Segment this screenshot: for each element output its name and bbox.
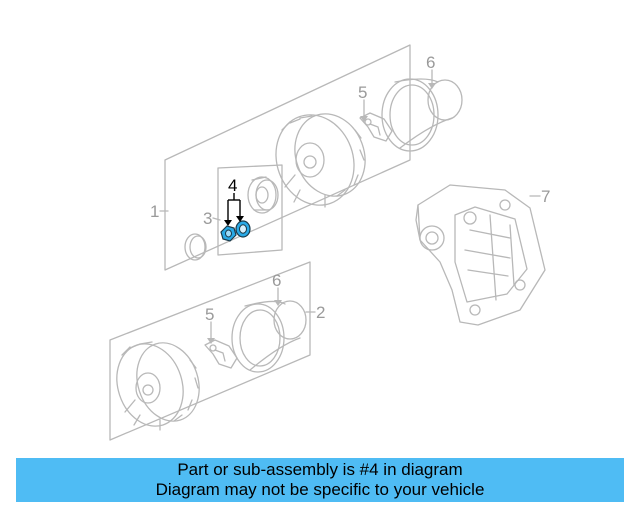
callout-4-leader bbox=[227, 193, 241, 222]
part-4-nut-left bbox=[220, 225, 237, 242]
lower-assembly-panel bbox=[109, 261, 311, 441]
diagram-caption-banner: Part or sub-assembly is #4 in diagram Di… bbox=[16, 458, 624, 502]
callout-5-top: 5 bbox=[358, 83, 367, 102]
arrowhead-5-bottom bbox=[207, 338, 215, 344]
highlighted-part-4 bbox=[220, 220, 251, 242]
pulley bbox=[247, 176, 279, 214]
callout-4-arrowheads bbox=[224, 216, 244, 226]
pulley-inset-box bbox=[217, 164, 283, 256]
caption-line-1: Part or sub-assembly is #4 in diagram bbox=[177, 460, 463, 479]
callout-5-bottom: 5 bbox=[205, 305, 214, 324]
arrowhead-5-top bbox=[360, 116, 368, 122]
callout-3: 3 bbox=[203, 209, 212, 228]
leader-3 bbox=[212, 217, 221, 221]
arrowhead-6-top bbox=[428, 83, 436, 89]
arrowhead-6-bottom bbox=[274, 300, 282, 306]
callout-2: 2 bbox=[316, 303, 325, 322]
upper-regulator bbox=[359, 112, 393, 142]
upper-cover bbox=[381, 78, 463, 152]
part-4-washer-right bbox=[235, 220, 251, 238]
lower-regulator bbox=[204, 339, 238, 369]
alternator-bracket bbox=[415, 184, 546, 326]
caption-line-2: Diagram may not be specific to your vehi… bbox=[155, 480, 485, 499]
upper-assembly-panel bbox=[164, 44, 411, 271]
callout-4: 4 bbox=[228, 176, 237, 195]
callout-7: 7 bbox=[541, 187, 550, 206]
lower-cover bbox=[231, 300, 307, 373]
lower-alternator bbox=[116, 341, 200, 431]
seal-ring bbox=[184, 233, 207, 261]
upper-alternator bbox=[275, 113, 366, 208]
callout-6-bottom: 6 bbox=[272, 271, 281, 290]
callout-1: 1 bbox=[150, 202, 159, 221]
callout-6-top: 6 bbox=[426, 53, 435, 72]
